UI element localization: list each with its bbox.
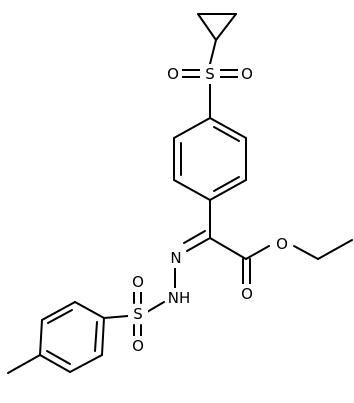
bond-ethyl [317,239,353,260]
bond-ring-a-4 [173,179,211,201]
bond-ring-a-1 [209,117,247,139]
bond-ring-a-inner-1 [213,126,240,142]
atom-label-bg [128,336,148,356]
bond-methyl [7,354,41,374]
bond-ring-b-inner-2 [46,350,71,365]
bond-sulfonyl-ring [103,315,129,319]
atom-label-bg [164,64,182,84]
atom-sulfone-top: S [200,64,220,84]
bond-ring-b-3 [39,319,43,356]
atom-label-text: N [170,249,181,267]
atom-label-text: S [205,65,215,83]
atom-hydrazone-n: N [166,248,186,268]
atom-label-bg [200,64,220,84]
atom-label-text: O [132,337,144,355]
bond-ring-a-6 [173,117,211,139]
atom-sulfone-top-o-left: O [164,64,182,84]
bond-ring-b-1 [74,301,105,319]
bond-alpha-carbonyl [209,237,247,260]
atom-label-bg [165,288,193,308]
bond-cyclopropyl-2 [197,13,217,41]
atom-sulfonyl-o-bottom: O [128,336,148,356]
atom-label-bg [238,64,256,84]
bond-cyclopropyl-sulfur [209,39,217,65]
bond-carbonyl-o-single [245,245,270,260]
atom-label-text: O [167,65,179,83]
atom-label-bg [237,284,257,304]
atom-label-text: O [241,65,253,83]
atom-ester-o-single: O [272,234,292,254]
atom-sulfonyl-o-top: O [128,272,148,292]
bond-cyclopropyl-3 [215,13,237,41]
bond-ester-o-ch2 [293,245,319,260]
bonds [7,13,353,374]
atom-label-text: S [133,305,143,323]
atom-label-text: NH [168,289,191,307]
bond-nh-sulfonyl [146,301,165,313]
atom-sulfone-top-o-right: O [238,64,256,84]
atom-label-bg [128,272,148,292]
bond-alpha-n-b [183,230,206,244]
bond-ring-b-inner-1 [47,309,73,324]
bond-alpha-n-a [186,237,211,252]
atom-label-bg [272,234,292,254]
atom-label-bg [128,304,148,324]
atom-label-text: O [132,273,144,291]
atom-label-text: O [276,235,288,253]
atom-sulfonyl-s: S [128,304,148,324]
bond-ring-a-3 [209,179,247,201]
bond-ring-b-5 [69,354,103,373]
bond-ring-b-inner-3 [94,321,98,352]
atom-label-bg [166,248,186,268]
bond-ring-b-2 [41,301,76,321]
bond-ring-a-inner-2 [213,176,240,192]
atom-label-text: O [241,285,253,303]
bond-ring-b-6 [101,317,105,356]
atom-labels: S O O O O N NH S [128,64,292,356]
atom-ester-o-double: O [237,284,257,304]
bond-ring-b-4 [39,354,71,373]
atom-hydrazone-nh: NH [165,288,193,308]
